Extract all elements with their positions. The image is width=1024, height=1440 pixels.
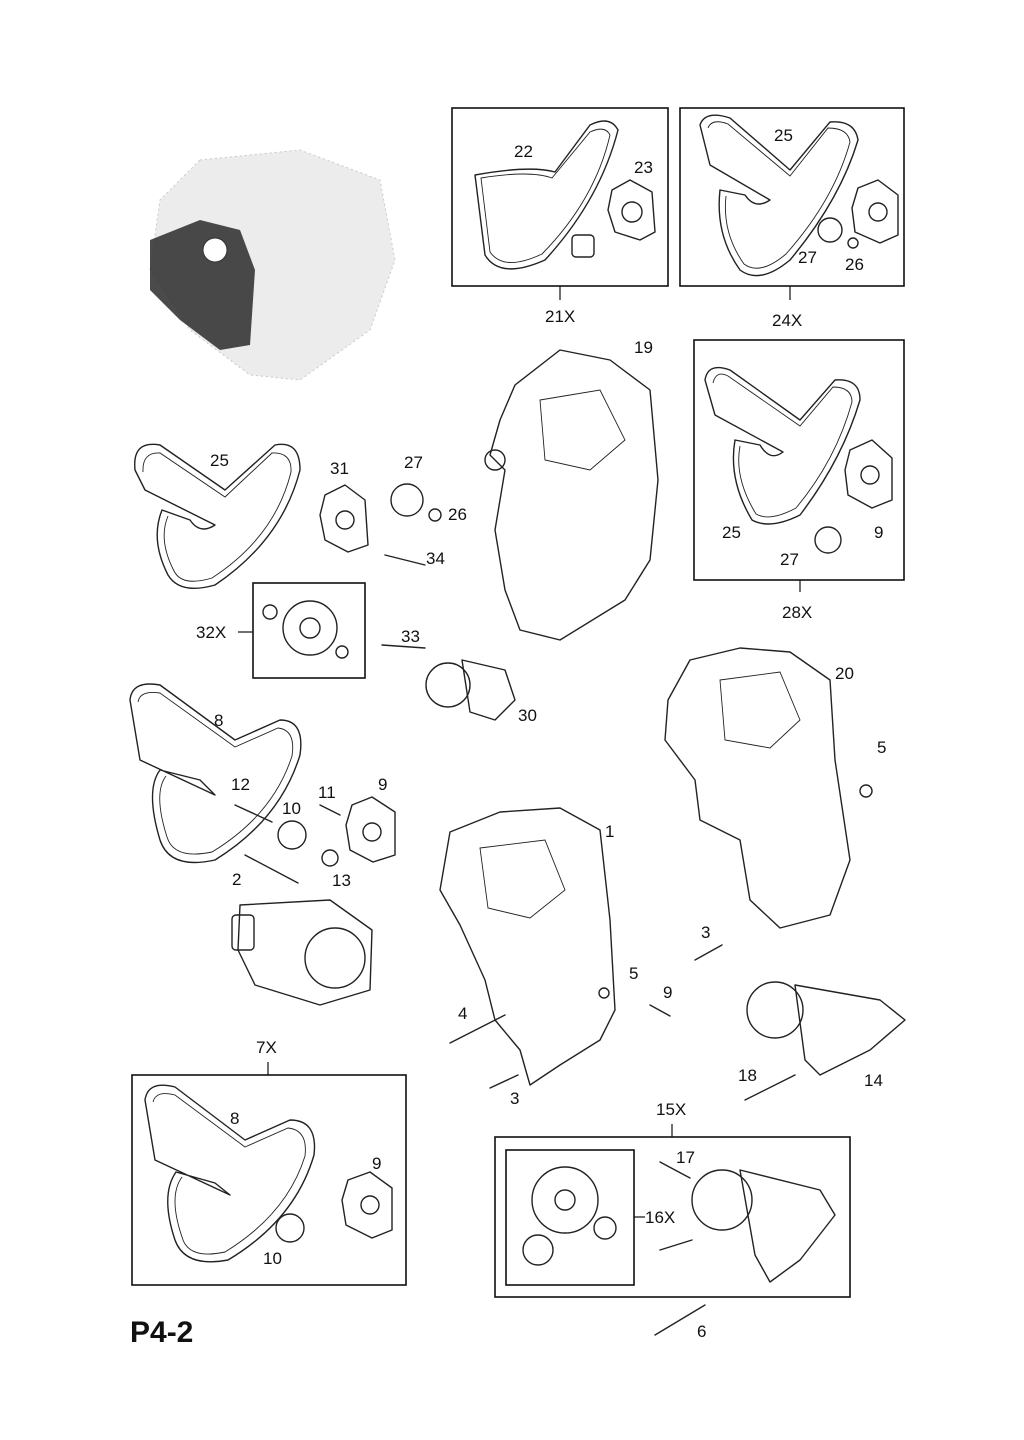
housing-1 (439, 807, 723, 1089)
label-28x: 28X (782, 603, 813, 622)
belt-25-kit24 (699, 114, 859, 277)
label-13: 13 (332, 871, 351, 890)
tensioner-14 (744, 981, 906, 1101)
label-25-kit24: 25 (774, 126, 793, 145)
label-9-left: 9 (378, 775, 388, 794)
label-31: 31 (330, 459, 349, 478)
housing-20 (664, 647, 873, 929)
belt-8-kit7 (144, 1084, 316, 1263)
kit-box-7x (131, 1074, 407, 1286)
label-9-center: 9 (663, 983, 673, 1002)
label-3-lower: 3 (510, 1089, 520, 1108)
engine-thumbnail-image (149, 149, 396, 381)
label-19: 19 (634, 338, 653, 357)
label-30: 30 (518, 706, 537, 725)
label-4: 4 (458, 1004, 468, 1023)
label-15x: 15X (656, 1100, 687, 1119)
label-10-kit7: 10 (263, 1249, 282, 1268)
kit-box-16x (505, 1149, 635, 1286)
belt-8-left (129, 683, 302, 864)
label-16x: 16X (645, 1208, 676, 1227)
label-24x: 24X (772, 311, 803, 330)
tensioner-kit28 (814, 439, 893, 554)
label-21x: 21X (545, 307, 576, 326)
label-8-left: 8 (214, 711, 224, 730)
label-34: 34 (426, 549, 445, 568)
kit-box-21x (451, 107, 669, 287)
tensioner-31 (319, 483, 442, 566)
label-27-kit24: 27 (798, 248, 817, 267)
label-12: 12 (231, 775, 250, 794)
pulley-kit-16x (522, 1166, 617, 1266)
label-9-kit28: 9 (874, 523, 884, 542)
tensioner-23 (571, 179, 656, 258)
tensioner-9-left (234, 796, 396, 884)
label-27-left: 27 (404, 453, 423, 472)
label-6: 6 (697, 1322, 707, 1341)
belt-25-kit28 (704, 366, 861, 525)
tensioner-30 (381, 644, 516, 721)
label-27-kit28: 27 (780, 550, 799, 569)
label-7x: 7X (256, 1038, 277, 1057)
page-title: P4-2 (130, 1316, 194, 1349)
housing-19 (484, 349, 659, 641)
label-17: 17 (676, 1148, 695, 1167)
label-5-center: 5 (629, 964, 639, 983)
label-26-kit24: 26 (845, 255, 864, 274)
label-8-kit7: 8 (230, 1109, 240, 1128)
pulley-kit-32x (262, 600, 349, 659)
label-10-left: 10 (282, 799, 301, 818)
label-33: 33 (401, 627, 420, 646)
kit-box-24x (679, 107, 905, 287)
belt-22 (474, 120, 619, 270)
label-20: 20 (835, 664, 854, 683)
label-3-upper: 3 (701, 923, 711, 942)
tensioner-kit7 (275, 1171, 393, 1243)
label-22: 22 (514, 142, 533, 161)
label-2: 2 (232, 870, 242, 889)
label-14: 14 (864, 1071, 883, 1090)
label-18: 18 (738, 1066, 757, 1085)
tensioner-kit24 (817, 179, 899, 249)
belt-25-left (134, 443, 301, 589)
label-1: 1 (605, 822, 615, 841)
label-23: 23 (634, 158, 653, 177)
label-25-left: 25 (210, 451, 229, 470)
label-25-kit28: 25 (722, 523, 741, 542)
tensioner-kit15x (654, 1161, 836, 1336)
kit-box-28x (693, 339, 905, 581)
label-11: 11 (318, 783, 336, 802)
label-9-kit7: 9 (372, 1154, 382, 1173)
label-32x: 32X (196, 623, 227, 642)
label-5-right: 5 (877, 738, 887, 757)
alternator (231, 899, 373, 1006)
label-26-left: 26 (448, 505, 467, 524)
kit-box-32x (252, 582, 366, 679)
